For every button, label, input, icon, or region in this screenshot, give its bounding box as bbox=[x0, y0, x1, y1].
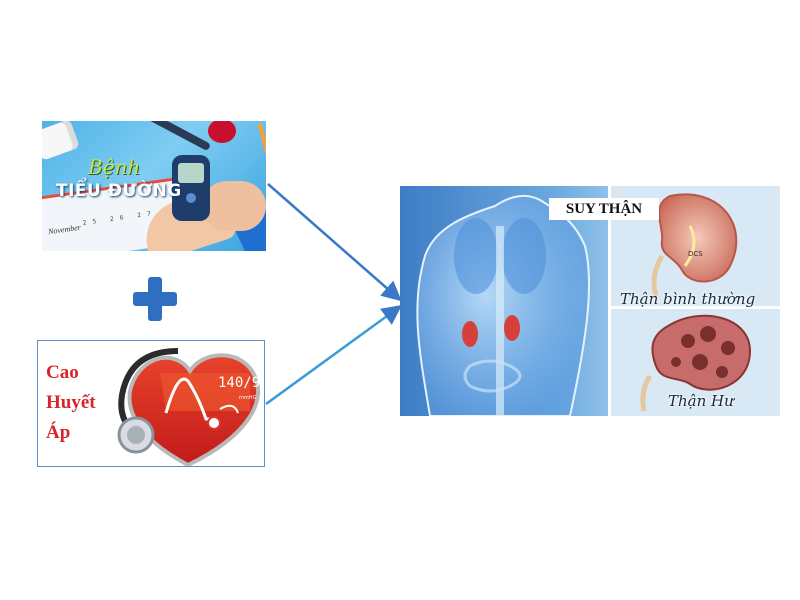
normal-kidney-label: DCS bbox=[688, 250, 703, 258]
bp-title-line1: Cao bbox=[46, 362, 79, 383]
kidney-title-box: SUY THẬN bbox=[549, 198, 659, 220]
arrow-bp bbox=[265, 305, 403, 406]
syringe-icon bbox=[257, 123, 266, 173]
diabetes-panel: November 25 26 27 28 29 30 Bệnh TIỂU ĐƯỜ… bbox=[42, 121, 266, 251]
hand-holding-image bbox=[202, 181, 266, 231]
kidney-failure-panel: DCS SUY THẬN Thận bình thường Thận Hư bbox=[400, 186, 780, 416]
arrow-diabetes bbox=[267, 183, 402, 302]
normal-kidney-caption: Thận bình thường bbox=[620, 290, 756, 308]
normal-kidney-icon bbox=[658, 193, 738, 283]
bp-reading: 140/90 bbox=[218, 375, 265, 391]
insulin-pen-icon bbox=[136, 121, 212, 152]
bp-title-line2: Huyết bbox=[46, 392, 96, 413]
meter-screen bbox=[178, 163, 204, 183]
body-kidney-illustration: DCS bbox=[416, 186, 780, 416]
diseased-kidney-caption: Thận Hư bbox=[668, 392, 734, 410]
diabetes-title-line2: TIỂU ĐƯỜNG bbox=[56, 181, 182, 201]
bp-unit: mmHG bbox=[239, 395, 257, 401]
glucose-meter-icon bbox=[172, 155, 210, 221]
kidney-title: SUY THẬN bbox=[565, 200, 643, 217]
meter-button-icon bbox=[186, 193, 196, 203]
pill-bottle-icon bbox=[42, 121, 80, 161]
plus-icon bbox=[133, 277, 177, 321]
stethoscope-heart-icon: 140/90 mmHG bbox=[117, 348, 265, 466]
bp-title-line3: Áp bbox=[46, 422, 71, 443]
apple-icon bbox=[208, 121, 236, 143]
blood-pressure-panel: Cao Huyết Áp 140/90 mmHG bbox=[37, 340, 265, 467]
diabetes-title-line1: Bệnh bbox=[88, 155, 141, 179]
